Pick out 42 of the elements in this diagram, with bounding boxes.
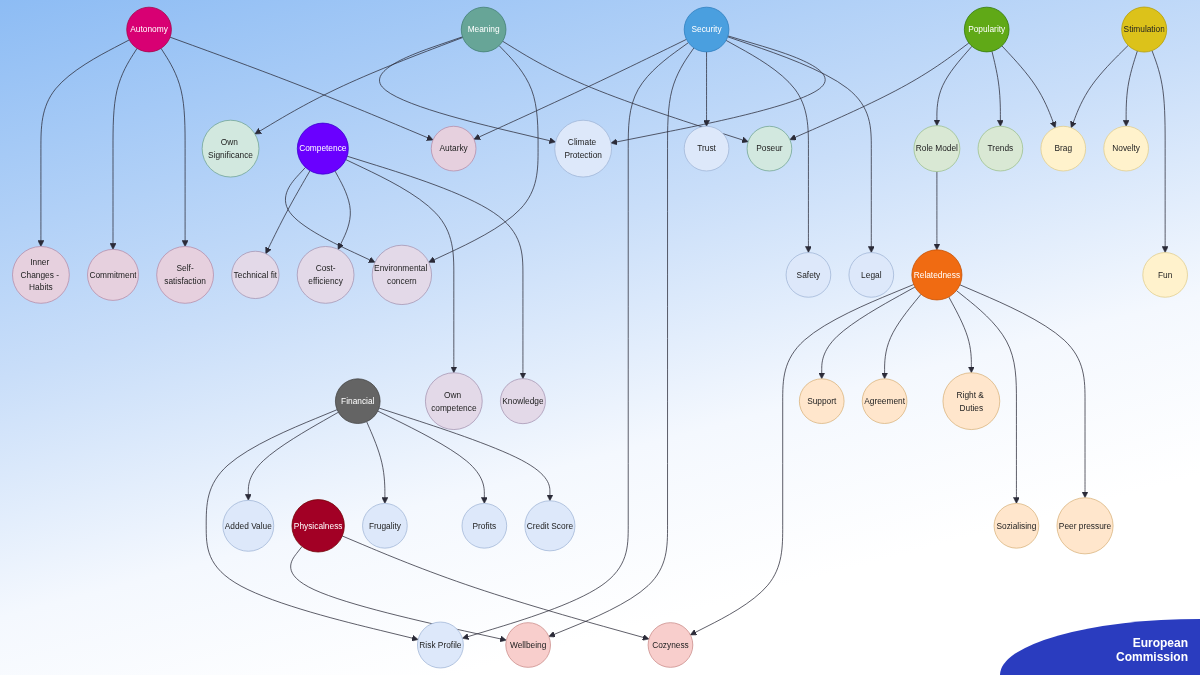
node-circle: Self-satisfaction [156,246,214,304]
node-circle: Financial [335,378,381,424]
node-circle: Safety [785,252,832,298]
node-circle: Knowledge [500,378,546,425]
node-circle: Relatedness [911,249,963,301]
node-circle: Added Value [222,500,275,552]
node-circle: Poseur [746,125,793,172]
node-circle: Support [799,378,845,424]
node-circle: Commitment [87,249,139,301]
node-circle: Meaning [460,6,507,53]
node-circle: Climate Protection [554,119,612,178]
node-circle: Sozialising [993,503,1040,549]
node-circle: Brag [1040,125,1086,172]
node-circle: Fun [1142,252,1188,298]
node-circle: Cost-efficiency [296,246,355,304]
node-circle: Inner Changes - Habits [12,246,70,304]
node-circle: Legal [848,252,895,298]
node-circle: Physicalness [291,499,345,553]
organization-name: European Commission [1115,636,1188,664]
node-circle: Trust [683,125,730,172]
node-circle: Own Significance [201,119,260,178]
node-circle: Trends [977,125,1024,172]
node-circle: Role Model [913,125,961,172]
node-circle: Wellbeing [505,622,551,668]
node-circle: Stimulation [1121,6,1168,53]
node-circle: Agreement [861,378,908,424]
node-circle: Technical fit [231,250,280,299]
node-circle: Profits [461,503,508,549]
node-circle: Autarky [430,125,477,172]
node-circle: Autonomy [126,6,172,53]
node-circle: Popularity [963,6,1010,53]
node-circle: Security [683,6,730,53]
node-circle: Environmental concern [371,244,432,305]
node-circle: Credit Score [524,500,576,552]
node-circle: Own competence [425,372,483,430]
node-circle: Novelty [1103,125,1149,172]
node-circle: Right & Duties [942,372,1001,430]
node-circle: Cozyness [647,622,694,668]
node-circle: Frugality [362,503,408,549]
node-circle: Risk Profile [417,621,464,669]
node-circle: Peer pressure [1056,497,1114,555]
node-circle: Competence [296,122,349,175]
